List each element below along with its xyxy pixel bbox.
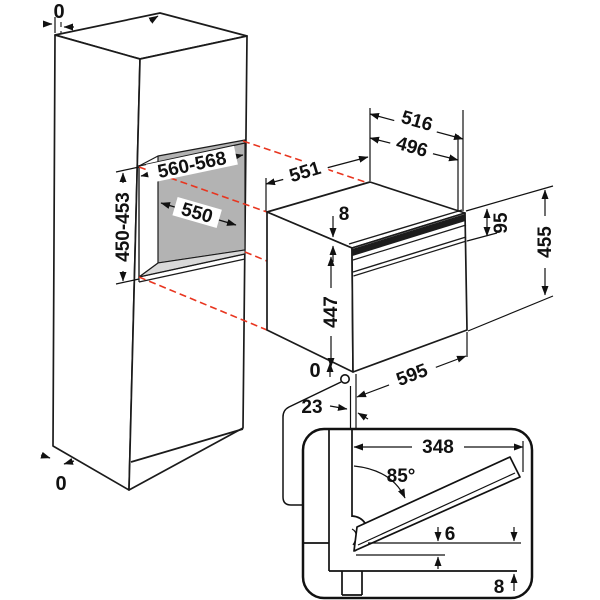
dim-oven-front-zero: 0 <box>309 360 320 382</box>
cabinet-plinth-line <box>130 428 244 463</box>
dim-door-offset: 23 <box>301 397 322 418</box>
svg-text:95: 95 <box>491 212 512 234</box>
dim-detail-gap: 6 <box>445 524 456 545</box>
svg-text:516: 516 <box>399 107 435 136</box>
dim-cabinet-top-zero: 0 <box>53 1 64 23</box>
svg-text:447: 447 <box>321 296 342 328</box>
cabinet-apex-tick <box>148 15 159 24</box>
dim-oven-trim: 8 <box>339 204 350 225</box>
dim-oven-width-bottom: 595 <box>385 356 439 393</box>
dim-niche-height: 450-453 <box>113 183 134 271</box>
dim-oven-front-height: 447 <box>321 288 342 336</box>
door-detail-callout <box>301 427 534 600</box>
svg-text:455: 455 <box>535 226 556 258</box>
oven-front-face <box>351 212 468 373</box>
svg-text:348: 348 <box>422 437 454 458</box>
dim-cabinet-bottom-zero: 0 <box>55 473 66 495</box>
dim-oven-depth-body: 496 <box>388 131 436 162</box>
oven-control-panel-line <box>352 236 467 273</box>
dim-oven-panel-height: 95 <box>491 212 512 234</box>
dim-oven-width-top: 551 <box>280 155 330 188</box>
svg-text:551: 551 <box>287 158 324 187</box>
dim-detail-bottom: 8 <box>494 577 505 598</box>
svg-text:496: 496 <box>394 133 430 162</box>
cabinet-drawing <box>52 12 248 491</box>
leader-origin-circle <box>339 373 350 384</box>
dim-oven-total-height: 455 <box>535 216 556 268</box>
detail-dimensions <box>353 441 524 591</box>
dim-detail-door-length: 348 <box>412 437 464 458</box>
svg-text:450-453: 450-453 <box>113 192 134 262</box>
niche-shelf-edge <box>138 253 246 278</box>
detail-leader <box>282 373 350 506</box>
oven-drawing <box>266 181 468 373</box>
oven-top-trim <box>352 214 466 256</box>
dim-detail-angle: 85° <box>387 466 416 487</box>
